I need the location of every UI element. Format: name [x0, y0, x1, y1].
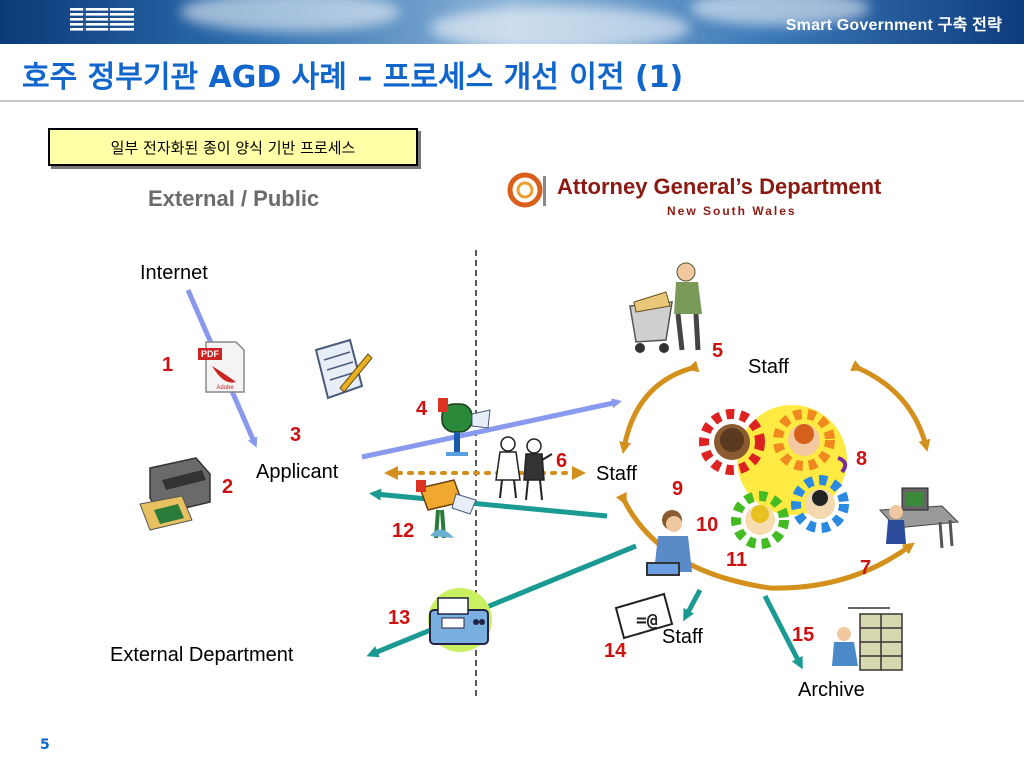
cycle-arc-top-left: [619, 360, 700, 454]
node-staff-top: Staff: [748, 356, 789, 378]
email-icon: =@: [614, 592, 674, 640]
step-number-7: 7: [860, 557, 872, 579]
node-external-department: External Department: [110, 644, 294, 666]
mailbox-icon: [438, 398, 491, 456]
paper-form-icon: [314, 338, 373, 400]
cycle-arc-top-right: [850, 360, 931, 452]
node-applicant: Applicant: [256, 461, 339, 483]
arrow-staff-to-applicant: [369, 488, 608, 519]
page-number: 5: [40, 737, 50, 753]
step-number-11: 11: [726, 549, 748, 571]
agd-emblem-icon: [507, 172, 546, 208]
agd-name: Attorney General’s Department: [557, 174, 882, 199]
node-staff-mid: Staff: [596, 463, 637, 485]
header-tagline: Smart Government 구축 전략: [785, 17, 1002, 34]
archive-cabinet-icon: [832, 607, 903, 671]
step-number-6: 6: [556, 450, 568, 472]
svg-text:=@: =@: [636, 610, 658, 631]
svg-text:PDF: PDF: [201, 349, 220, 359]
cycle-arc-bottom: [615, 491, 915, 591]
step-number-10: 10: [696, 514, 719, 536]
step-number-2: 2: [222, 476, 234, 498]
node-internet: Internet: [140, 262, 208, 284]
title-divider: [0, 100, 1024, 102]
step-number-12: 12: [392, 520, 415, 542]
step-number-9: 9: [672, 478, 684, 500]
gears-team-icon: [699, 405, 849, 549]
pdf-file-icon: PDF Adobe: [198, 341, 245, 393]
external-public-label: External / Public: [148, 186, 320, 211]
arrow-staff-to-external: [366, 543, 637, 658]
arrow-applicant-to-staff: [361, 398, 622, 460]
outgoing-mail-icon: [416, 479, 477, 539]
agd-logo: Attorney General’s Department New South …: [505, 170, 905, 222]
step-number-15: 15: [792, 624, 815, 646]
step-number-5: 5: [712, 340, 724, 362]
mail-cart-icon: [629, 262, 702, 353]
step-number-8: 8: [856, 448, 868, 470]
arrow-staff-to-email: [683, 588, 703, 622]
svg-text:Adobe: Adobe: [216, 385, 234, 391]
dotted-arrow-right-head: [572, 466, 586, 480]
step-number-4: 4: [416, 398, 428, 420]
step-number-14: 14: [604, 640, 627, 662]
agd-subtitle: New South Wales: [667, 204, 797, 218]
page-title: 호주 정부기관 AGD 사례 – 프로세스 개선 이전 (1): [22, 60, 684, 95]
header-banner: Smart Government 구축 전략: [0, 0, 1024, 44]
step-number-13: 13: [388, 607, 411, 629]
computer-worker-icon: [878, 487, 960, 549]
officials-icon: [495, 436, 553, 501]
step-number-1: 1: [162, 354, 174, 376]
node-staff-bottom: Staff: [662, 626, 703, 648]
arrow-staff-to-archive: [762, 594, 803, 670]
dotted-arrow-left-head: [384, 466, 398, 480]
operator-icon: [646, 510, 692, 576]
fax-icon: [428, 588, 492, 652]
printer-icon: [139, 457, 211, 531]
highlight-box: 일부 전자화된 종이 양식 기반 프로세스: [48, 128, 418, 166]
node-archive: Archive: [798, 679, 865, 701]
ibm-logo: [70, 6, 134, 34]
step-number-3: 3: [290, 424, 302, 446]
